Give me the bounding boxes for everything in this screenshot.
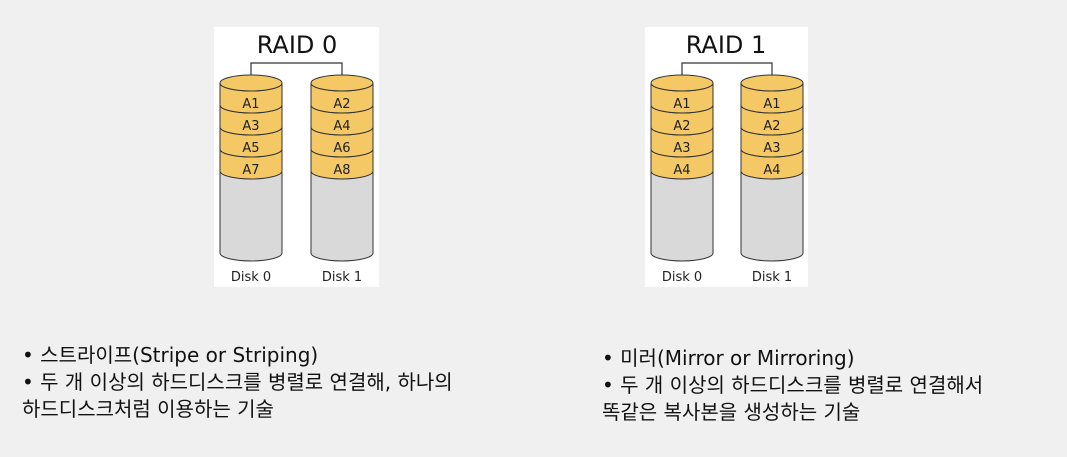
disk-top: [310, 74, 374, 92]
data-block-label: A1: [242, 97, 259, 112]
raid0-caption-line: • 두 개 이상의 하드디스크를 병렬로 연결해, 하나의: [22, 370, 453, 394]
raid1-caption-line: 똑같은 복사본을 생성하는 기술: [602, 400, 861, 424]
data-block-label: A2: [333, 97, 350, 112]
disk-top: [740, 74, 804, 92]
disk-body: [219, 171, 283, 262]
data-block-label: A2: [673, 119, 690, 134]
raid1-caption-line: • 두 개 이상의 하드디스크를 병렬로 연결해서: [602, 373, 984, 397]
data-block-label: A1: [673, 97, 690, 112]
disk-body: [740, 171, 804, 262]
data-block-label: A6: [333, 141, 350, 156]
disk-label: Disk 1: [322, 270, 362, 285]
disk-body: [310, 171, 374, 262]
raid0-caption-line: 하드디스크처럼 이용하는 기술: [22, 397, 274, 421]
data-block-label: A3: [673, 141, 690, 156]
raid0-caption: • 스트라이프(Stripe or Striping) • 두 개 이상의 하드…: [22, 342, 453, 423]
data-block-label: A2: [763, 119, 780, 134]
data-block-label: A4: [673, 163, 690, 178]
data-block-label: A3: [763, 141, 780, 156]
data-block-label: A4: [763, 163, 780, 178]
disk-label: Disk 1: [752, 270, 792, 285]
data-block-label: A5: [242, 141, 259, 156]
disk-top: [650, 74, 714, 92]
disk-label: Disk 0: [662, 270, 702, 285]
raid1-title: RAID 1: [686, 31, 767, 59]
raid0-title: RAID 0: [257, 31, 338, 59]
disk-label: Disk 0: [231, 270, 271, 285]
data-block-label: A7: [242, 163, 259, 178]
raid1-caption: • 미러(Mirror or Mirroring) • 두 개 이상의 하드디스…: [602, 345, 983, 426]
raid0-connector-line: [250, 62, 343, 83]
disk-top: [219, 74, 283, 92]
data-block-label: A1: [763, 97, 780, 112]
data-block-label: A3: [242, 119, 259, 134]
data-block-label: A8: [333, 163, 350, 178]
raid0-caption-line: • 스트라이프(Stripe or Striping): [22, 343, 319, 367]
disk-body: [650, 171, 714, 262]
raid1-connector-line: [681, 62, 773, 83]
data-block-label: A4: [333, 119, 350, 134]
raid1-caption-line: • 미러(Mirror or Mirroring): [602, 346, 855, 370]
